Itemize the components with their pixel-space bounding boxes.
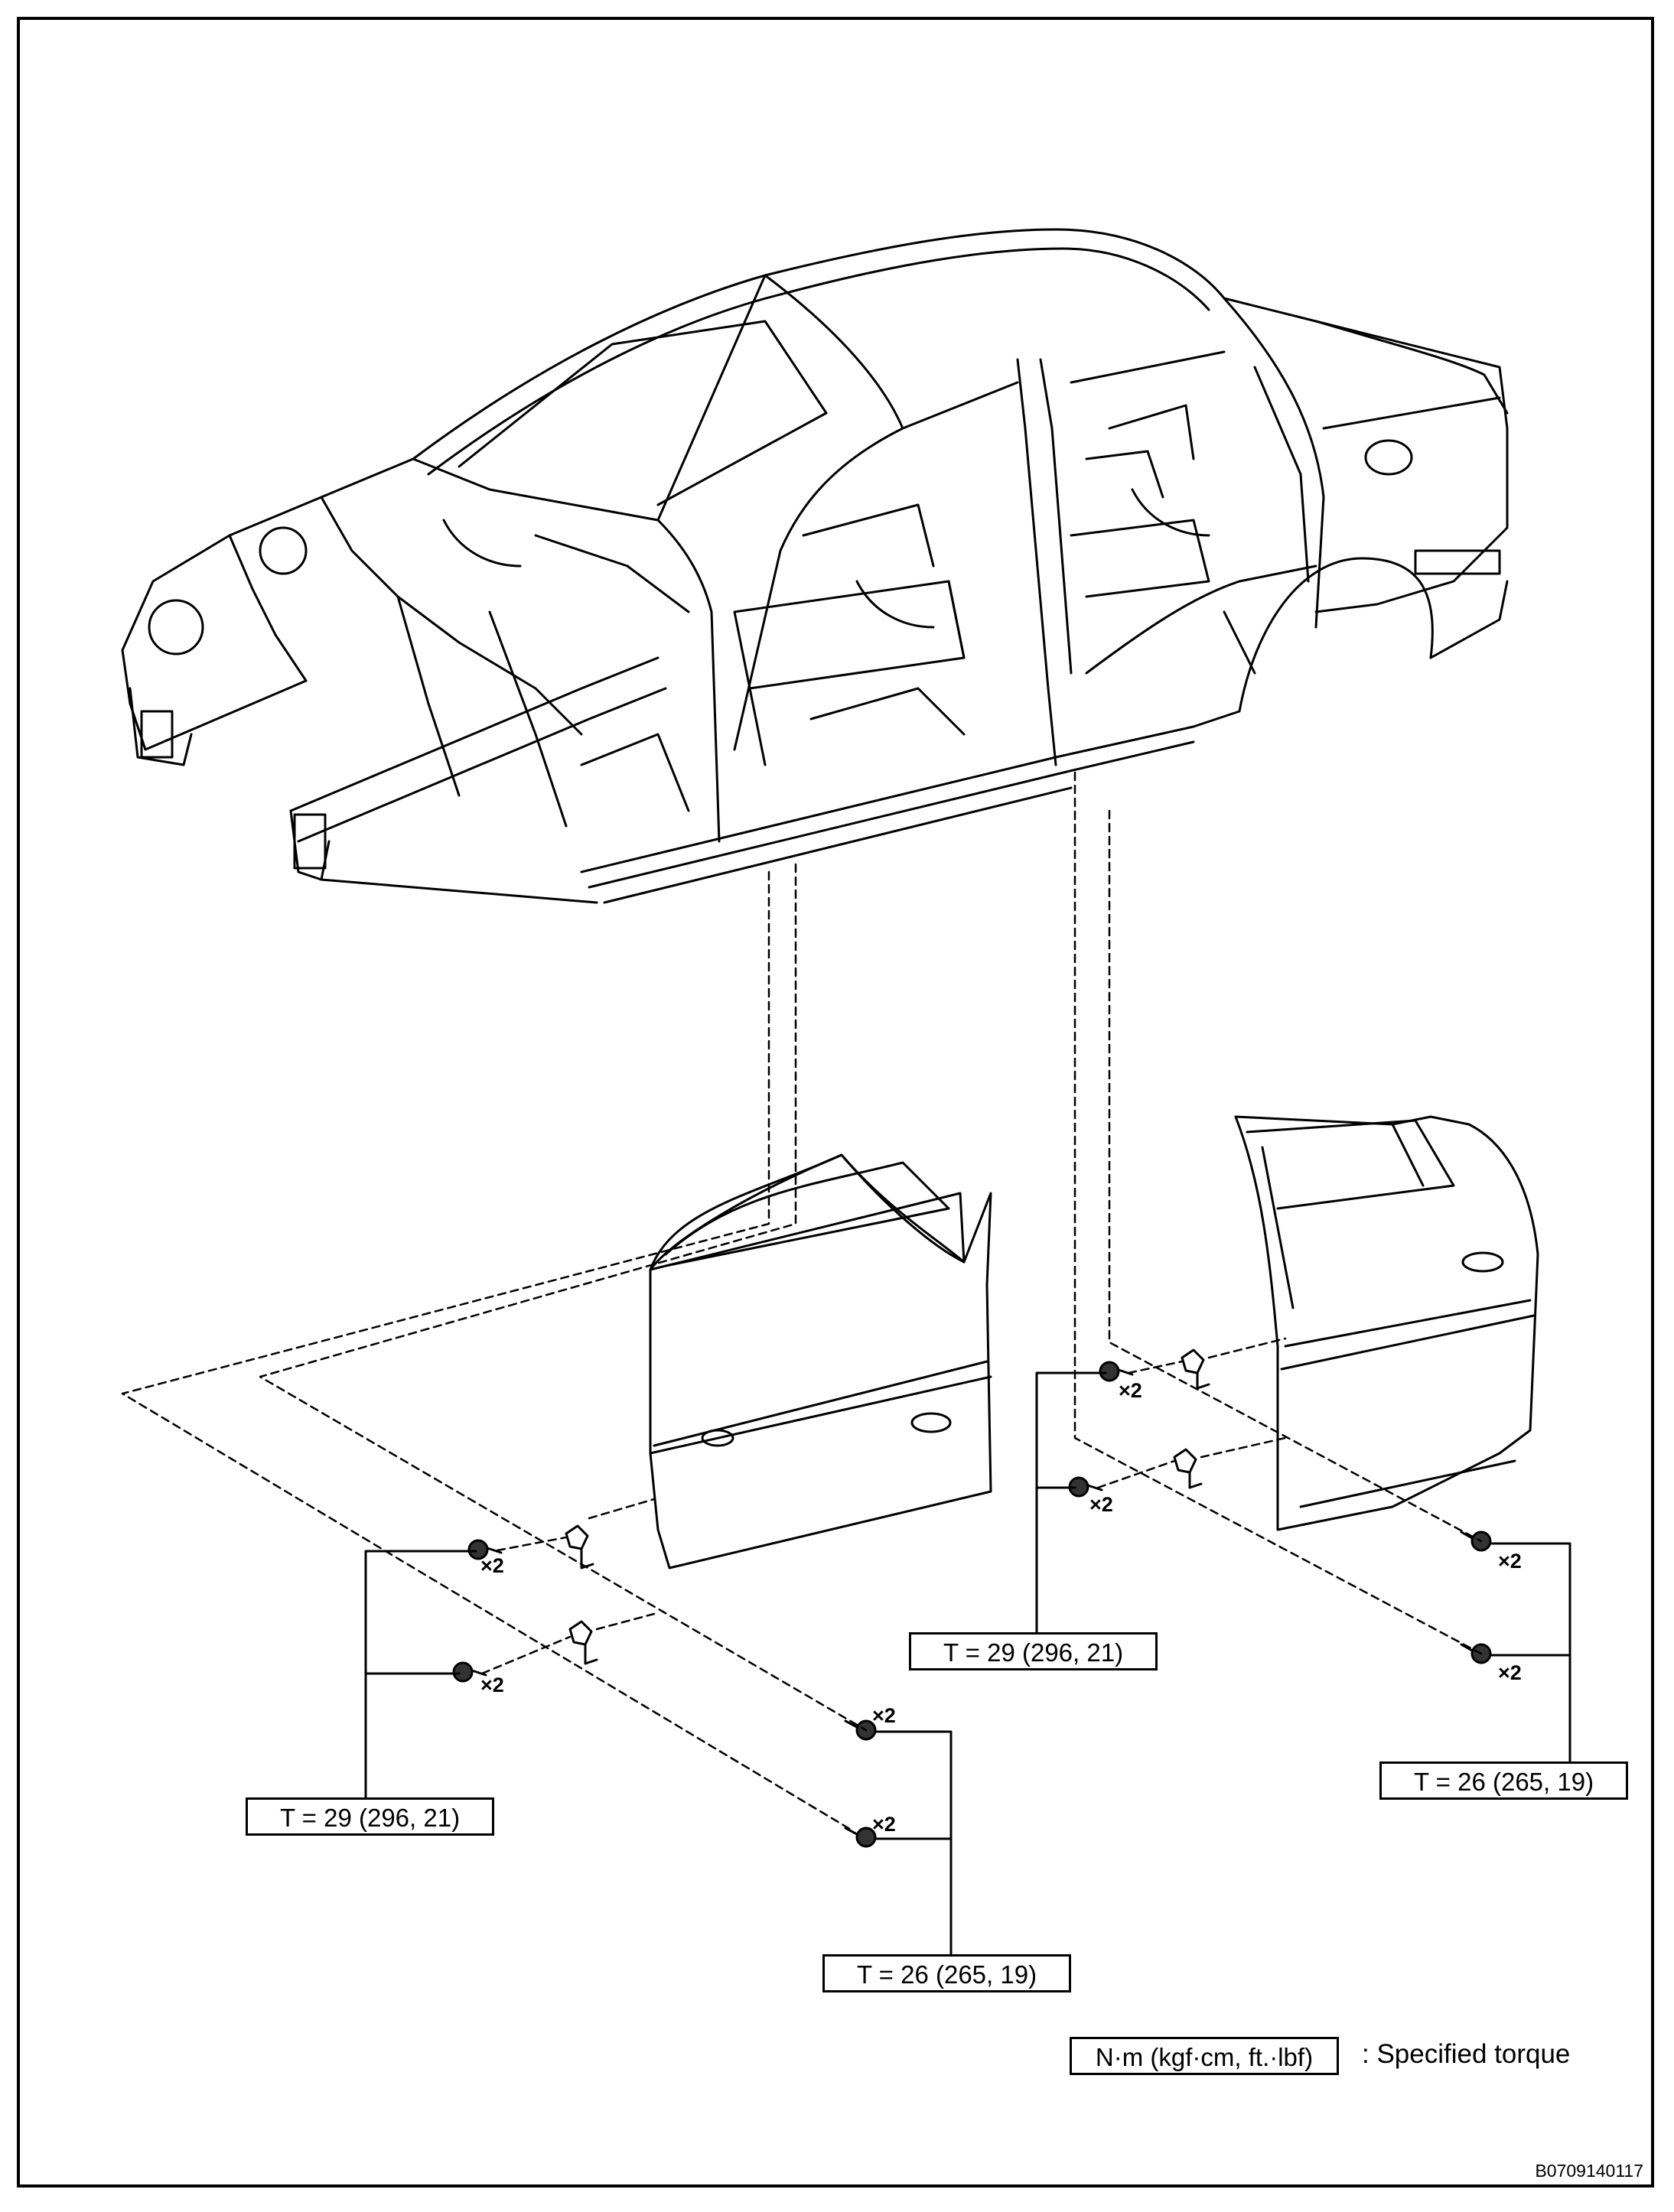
torque-rear-lower-bolts: T = 26 (265, 19) <box>1379 1761 1628 1800</box>
qty-marker: ×2 <box>1498 1550 1522 1573</box>
qty-marker: ×2 <box>1119 1379 1142 1402</box>
qty-marker: ×2 <box>1498 1661 1522 1684</box>
hinge-parts <box>565 1348 1210 1665</box>
diagram-frame <box>17 17 1654 2188</box>
bolts <box>452 1361 1492 1848</box>
torque-front-lower-bolts: T = 26 (265, 19) <box>822 1954 1071 1992</box>
legend-label: : Specified torque <box>1362 2039 1571 2069</box>
torque-front-upper-hinge: T = 29 (296, 21) <box>246 1797 494 1836</box>
qty-marker: ×2 <box>480 1674 504 1696</box>
qty-marker: ×2 <box>1089 1493 1113 1516</box>
car-body-shell <box>121 228 1509 904</box>
assembly-guide-lines <box>121 771 1483 1831</box>
qty-marker: ×2 <box>872 1813 896 1836</box>
rear-door <box>1234 1115 1539 1531</box>
torque-rear-upper-hinge: T = 29 (296, 21) <box>909 1632 1158 1670</box>
legend-unit-box: N·m (kgf·cm, ft.·lbf) <box>1070 2037 1339 2075</box>
figure-id: B0709140117 <box>1535 2161 1643 2181</box>
qty-marker: ×2 <box>480 1554 504 1577</box>
leader-lines <box>364 1371 1571 1956</box>
qty-marker: ×2 <box>872 1704 896 1727</box>
front-door <box>649 1153 992 1570</box>
